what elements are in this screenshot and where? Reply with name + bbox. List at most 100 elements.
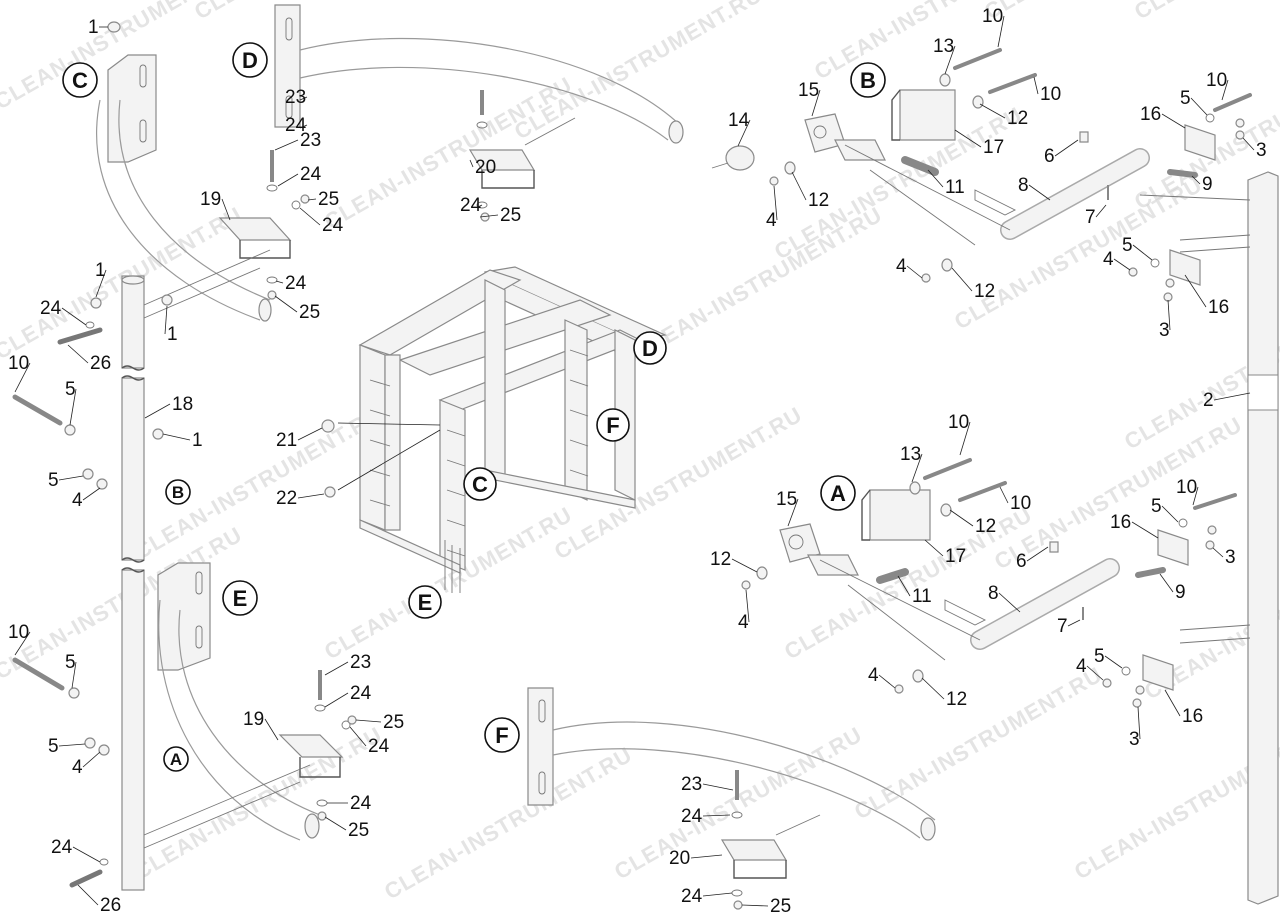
part-number-label: 23 bbox=[300, 130, 321, 151]
arc-d-assembly bbox=[274, 4, 684, 222]
leader-line bbox=[77, 884, 99, 906]
leader-line bbox=[297, 493, 325, 499]
reference-letter-e: E bbox=[233, 586, 248, 611]
part-number-label: 5 bbox=[1122, 235, 1133, 256]
leader-line bbox=[745, 589, 750, 623]
leader-line bbox=[702, 783, 734, 791]
part-number-label: 26 bbox=[90, 353, 111, 374]
part-number-label: 14 bbox=[728, 110, 750, 131]
leader-line bbox=[878, 674, 896, 689]
leader-line bbox=[1184, 274, 1207, 308]
part-number-label: 20 bbox=[669, 848, 690, 869]
part-number-label: 5 bbox=[1180, 88, 1191, 109]
leader-line bbox=[299, 96, 308, 101]
leader-line bbox=[264, 718, 279, 741]
leader-line bbox=[274, 139, 299, 151]
part-number-label: 9 bbox=[1202, 174, 1213, 195]
leader-line bbox=[1159, 573, 1174, 593]
part-number-label: 16 bbox=[1182, 706, 1203, 727]
leader-line bbox=[82, 751, 101, 768]
leader-line bbox=[1028, 184, 1051, 201]
part-number-label: 25 bbox=[318, 189, 339, 210]
part-number-label: 10 bbox=[8, 353, 29, 374]
assembly-a bbox=[741, 458, 1237, 708]
leader-line bbox=[1191, 175, 1201, 185]
part-number-label: 18 bbox=[172, 394, 193, 415]
leader-line bbox=[690, 854, 723, 859]
leader-line bbox=[144, 403, 171, 419]
part-number-label: 10 bbox=[948, 412, 969, 433]
leader-line bbox=[954, 129, 982, 148]
leader-line bbox=[14, 362, 31, 393]
leader-line bbox=[1137, 706, 1141, 740]
part-number-label: 4 bbox=[868, 665, 879, 686]
leader-line bbox=[906, 265, 923, 279]
watermark-text: CLEAN-INSTRUMENT.RU bbox=[1130, 0, 1280, 24]
leader-line bbox=[477, 204, 483, 208]
part-number-label: 24 bbox=[368, 736, 390, 757]
part-number-label: 8 bbox=[1018, 175, 1029, 196]
leader-line bbox=[811, 89, 821, 117]
part-number-label: 9 bbox=[1175, 582, 1186, 603]
part-number-label: 16 bbox=[1208, 297, 1229, 318]
leader-line bbox=[702, 892, 733, 897]
part-number-label: 1 bbox=[95, 260, 106, 281]
left-column bbox=[12, 21, 357, 891]
part-number-label: 6 bbox=[1044, 146, 1055, 167]
part-number-label: 1 bbox=[167, 324, 178, 345]
part-number-label: 13 bbox=[900, 444, 921, 465]
reference-letter-a: A bbox=[170, 750, 182, 769]
part-number-label: 12 bbox=[946, 689, 967, 710]
part-number-label: 23 bbox=[285, 87, 306, 108]
leader-line bbox=[349, 726, 367, 747]
leader-line bbox=[299, 124, 308, 129]
leader-line bbox=[324, 661, 349, 676]
part-number-label: 24 bbox=[350, 683, 372, 704]
reference-letter-c: C bbox=[72, 68, 88, 93]
leader-line bbox=[469, 159, 474, 168]
part-number-label: 24 bbox=[40, 298, 62, 319]
leader-line bbox=[1242, 137, 1255, 151]
leader-line bbox=[737, 119, 751, 147]
leader-line bbox=[1113, 258, 1131, 271]
leader-line bbox=[911, 453, 923, 483]
part-number-label: 24 bbox=[322, 215, 344, 236]
leader-line bbox=[324, 816, 347, 831]
leader-line bbox=[1095, 204, 1107, 218]
leader-line bbox=[1086, 665, 1104, 681]
part-number-label: 23 bbox=[681, 774, 702, 795]
part-number-label: 3 bbox=[1225, 547, 1236, 568]
part-number-label: 17 bbox=[983, 137, 1004, 158]
reference-circle-a bbox=[163, 746, 189, 772]
part-number-label: 10 bbox=[8, 622, 29, 643]
main-frame bbox=[321, 266, 668, 593]
part-number-label: 19 bbox=[200, 189, 221, 210]
leader-line bbox=[791, 171, 807, 201]
leader-line bbox=[164, 305, 168, 335]
part-number-label: 12 bbox=[975, 516, 996, 537]
reference-circle-b bbox=[165, 479, 191, 505]
leader-line bbox=[274, 295, 298, 313]
part-number-label: 24 bbox=[460, 195, 482, 216]
reference-circle-c bbox=[463, 467, 497, 501]
part-number-label: 17 bbox=[945, 546, 966, 567]
leader-line bbox=[741, 904, 769, 907]
right-post bbox=[1139, 171, 1279, 905]
reference-circle-f bbox=[596, 408, 630, 442]
leader-line bbox=[979, 103, 1006, 119]
watermark-text: CLEAN-INSTRUMENT.RU bbox=[550, 402, 807, 565]
part-number-label: 1 bbox=[88, 17, 99, 38]
part-number-label: 3 bbox=[1159, 320, 1170, 341]
leader-line bbox=[82, 487, 101, 501]
leader-line bbox=[297, 427, 323, 441]
leader-line bbox=[355, 719, 382, 723]
leader-line bbox=[275, 280, 284, 284]
part-number-label: 24 bbox=[285, 115, 307, 136]
reference-letter-d: D bbox=[642, 336, 658, 361]
reference-circle-e bbox=[222, 580, 258, 616]
part-number-label: 16 bbox=[1110, 512, 1131, 533]
part-number-label: 15 bbox=[798, 80, 819, 101]
